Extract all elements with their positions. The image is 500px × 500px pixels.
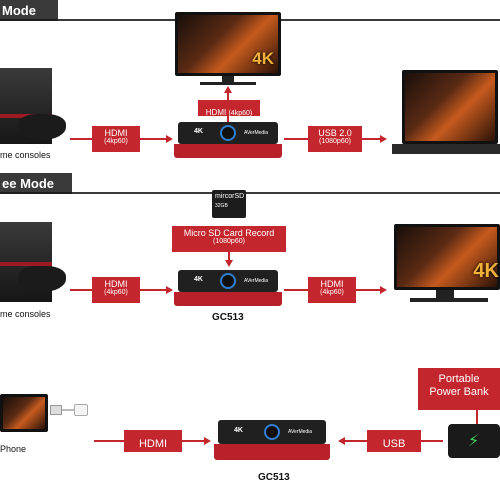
micro-sd-card: mircorSD 32GB xyxy=(212,190,246,218)
device-caption-3: GC513 xyxy=(258,472,290,483)
console-caption-2: me consoles xyxy=(0,309,51,319)
phone-screen xyxy=(0,394,48,432)
label-hdmi-3: HDMI xyxy=(124,430,182,452)
device-base xyxy=(174,144,282,158)
line-from-device-up xyxy=(227,116,229,123)
line-usb-out-a xyxy=(284,138,308,140)
device-base-2 xyxy=(174,292,282,306)
console-stripe-2 xyxy=(0,262,52,266)
line-usb-out-b xyxy=(362,138,380,140)
device-ring-2 xyxy=(220,273,236,289)
label-hdmi-out-2: HDMI (4kp60) xyxy=(308,277,356,303)
tv-screen: 4K xyxy=(394,224,500,290)
device-res-label-2: 4K xyxy=(194,276,203,283)
gamepad-2 xyxy=(18,266,66,292)
line-hdmi-3b xyxy=(182,440,204,442)
phone-adapter xyxy=(50,405,62,415)
sd-card-text: mircorSD xyxy=(215,193,245,200)
label-sd-record: Micro SD Card Record (1080p60) xyxy=(172,226,286,252)
phone-caption: Phone xyxy=(0,444,27,454)
label-hdmi-up-text: HDMI (4kp60) xyxy=(206,108,252,117)
header-rule-2 xyxy=(72,192,500,194)
device-ring xyxy=(220,125,236,141)
arrow-record-down xyxy=(225,260,233,267)
usb-out-sub: (1080p60) xyxy=(319,138,351,146)
monitor-stand xyxy=(222,76,234,82)
arrow-up-to-monitor xyxy=(224,86,232,93)
power-bank: ⚡ xyxy=(448,424,500,458)
hdmi-in-2-sub: (4kp60) xyxy=(104,289,128,297)
line-hdmi-in-1a xyxy=(70,138,92,140)
line-hdmi-in-2b xyxy=(140,289,166,291)
gamepad xyxy=(18,114,66,140)
line-power-bank-down xyxy=(476,410,478,424)
arrow-hdmi-out-2 xyxy=(380,286,387,294)
line-usb-3b xyxy=(421,440,443,442)
arrow-hdmi-in-1 xyxy=(166,135,173,143)
line-hdmi-out-2b xyxy=(356,289,380,291)
label-hdmi-in-1: HDMI (4kp60) xyxy=(92,126,140,152)
section-header-2: ee Mode xyxy=(0,173,72,194)
arrow-hdmi-in-2 xyxy=(166,286,173,294)
laptop-base xyxy=(392,144,500,154)
power-bank-line2: Power Bank xyxy=(429,385,489,398)
device-ring-3 xyxy=(264,424,280,440)
hdmi-3-label: HDMI xyxy=(138,438,168,450)
line-record-down xyxy=(228,252,230,260)
device-res-label-3: 4K xyxy=(234,427,243,434)
device-brand-label-3: AVerMedia xyxy=(288,429,313,435)
hdmi-out-2-label: HDMI xyxy=(320,279,344,289)
power-bank-line1: Portable xyxy=(438,373,480,385)
capture-device-2: 4K AVerMedia xyxy=(174,270,282,306)
monitor-screen: 4K xyxy=(175,12,281,76)
tv-foot xyxy=(410,298,488,302)
hdmi-up-sub: (4kp60) xyxy=(228,110,253,117)
sd-record-label: Micro SD Card Record xyxy=(183,228,275,238)
line-usb-3a xyxy=(345,440,367,442)
hdmi-out-2-sub: (4kp60) xyxy=(320,289,344,297)
line-hdmi-3a xyxy=(94,440,124,442)
monitor-4k-badge: 4K xyxy=(252,49,274,68)
section-title-2: ee Mode xyxy=(2,176,55,191)
hdmi-in-1-sub: (4kp60) xyxy=(104,138,128,146)
usb-3-label: USB xyxy=(382,438,406,450)
sd-record-sub: (1080p60) xyxy=(213,238,245,246)
tv-stand xyxy=(436,290,454,298)
hdmi-up-label: HDMI xyxy=(205,108,227,117)
line-to-monitor xyxy=(227,92,229,100)
lightning-icon: ⚡ xyxy=(468,431,480,450)
device-brand-label: AVerMedia xyxy=(244,130,269,136)
line-hdmi-in-1b xyxy=(140,138,166,140)
label-usb-out: USB 2.0 (1080p60) xyxy=(308,126,362,152)
label-usb-3: USB xyxy=(367,430,421,452)
monitor-foot xyxy=(200,82,256,85)
adapter-plug xyxy=(74,404,88,416)
sd-card-sub: 32GB xyxy=(215,203,228,209)
adapter-cable xyxy=(62,409,74,411)
label-hdmi-in-2: HDMI (4kp60) xyxy=(92,277,140,303)
capture-device-3: 4K AVerMedia xyxy=(214,420,330,460)
section-header-1: Mode xyxy=(0,0,58,21)
arrow-usb-out xyxy=(380,135,387,143)
arrow-hdmi-3 xyxy=(204,437,211,445)
arrow-usb-3 xyxy=(338,437,345,445)
device-brand-label-2: AVerMedia xyxy=(244,278,269,284)
console-caption-1: me consoles xyxy=(0,150,51,160)
tv-4k-badge: 4K xyxy=(473,260,499,282)
device-res-label: 4K xyxy=(194,128,203,135)
section-title-1: Mode xyxy=(2,3,36,18)
line-hdmi-in-2a xyxy=(70,289,92,291)
device-caption-2: GC513 xyxy=(212,312,244,323)
device-base-3 xyxy=(214,444,330,460)
laptop-screen xyxy=(402,70,498,144)
label-power-bank: Portable Power Bank xyxy=(418,368,500,410)
line-hdmi-out-2a xyxy=(284,289,308,291)
hdmi-in-2-label: HDMI xyxy=(104,279,128,289)
usb-out-label: USB 2.0 xyxy=(318,128,352,138)
hdmi-in-1-label: HDMI xyxy=(104,128,128,138)
capture-device-1: 4K AVerMedia xyxy=(174,122,282,158)
label-hdmi-up: HDMI (4kp60) xyxy=(198,100,260,117)
